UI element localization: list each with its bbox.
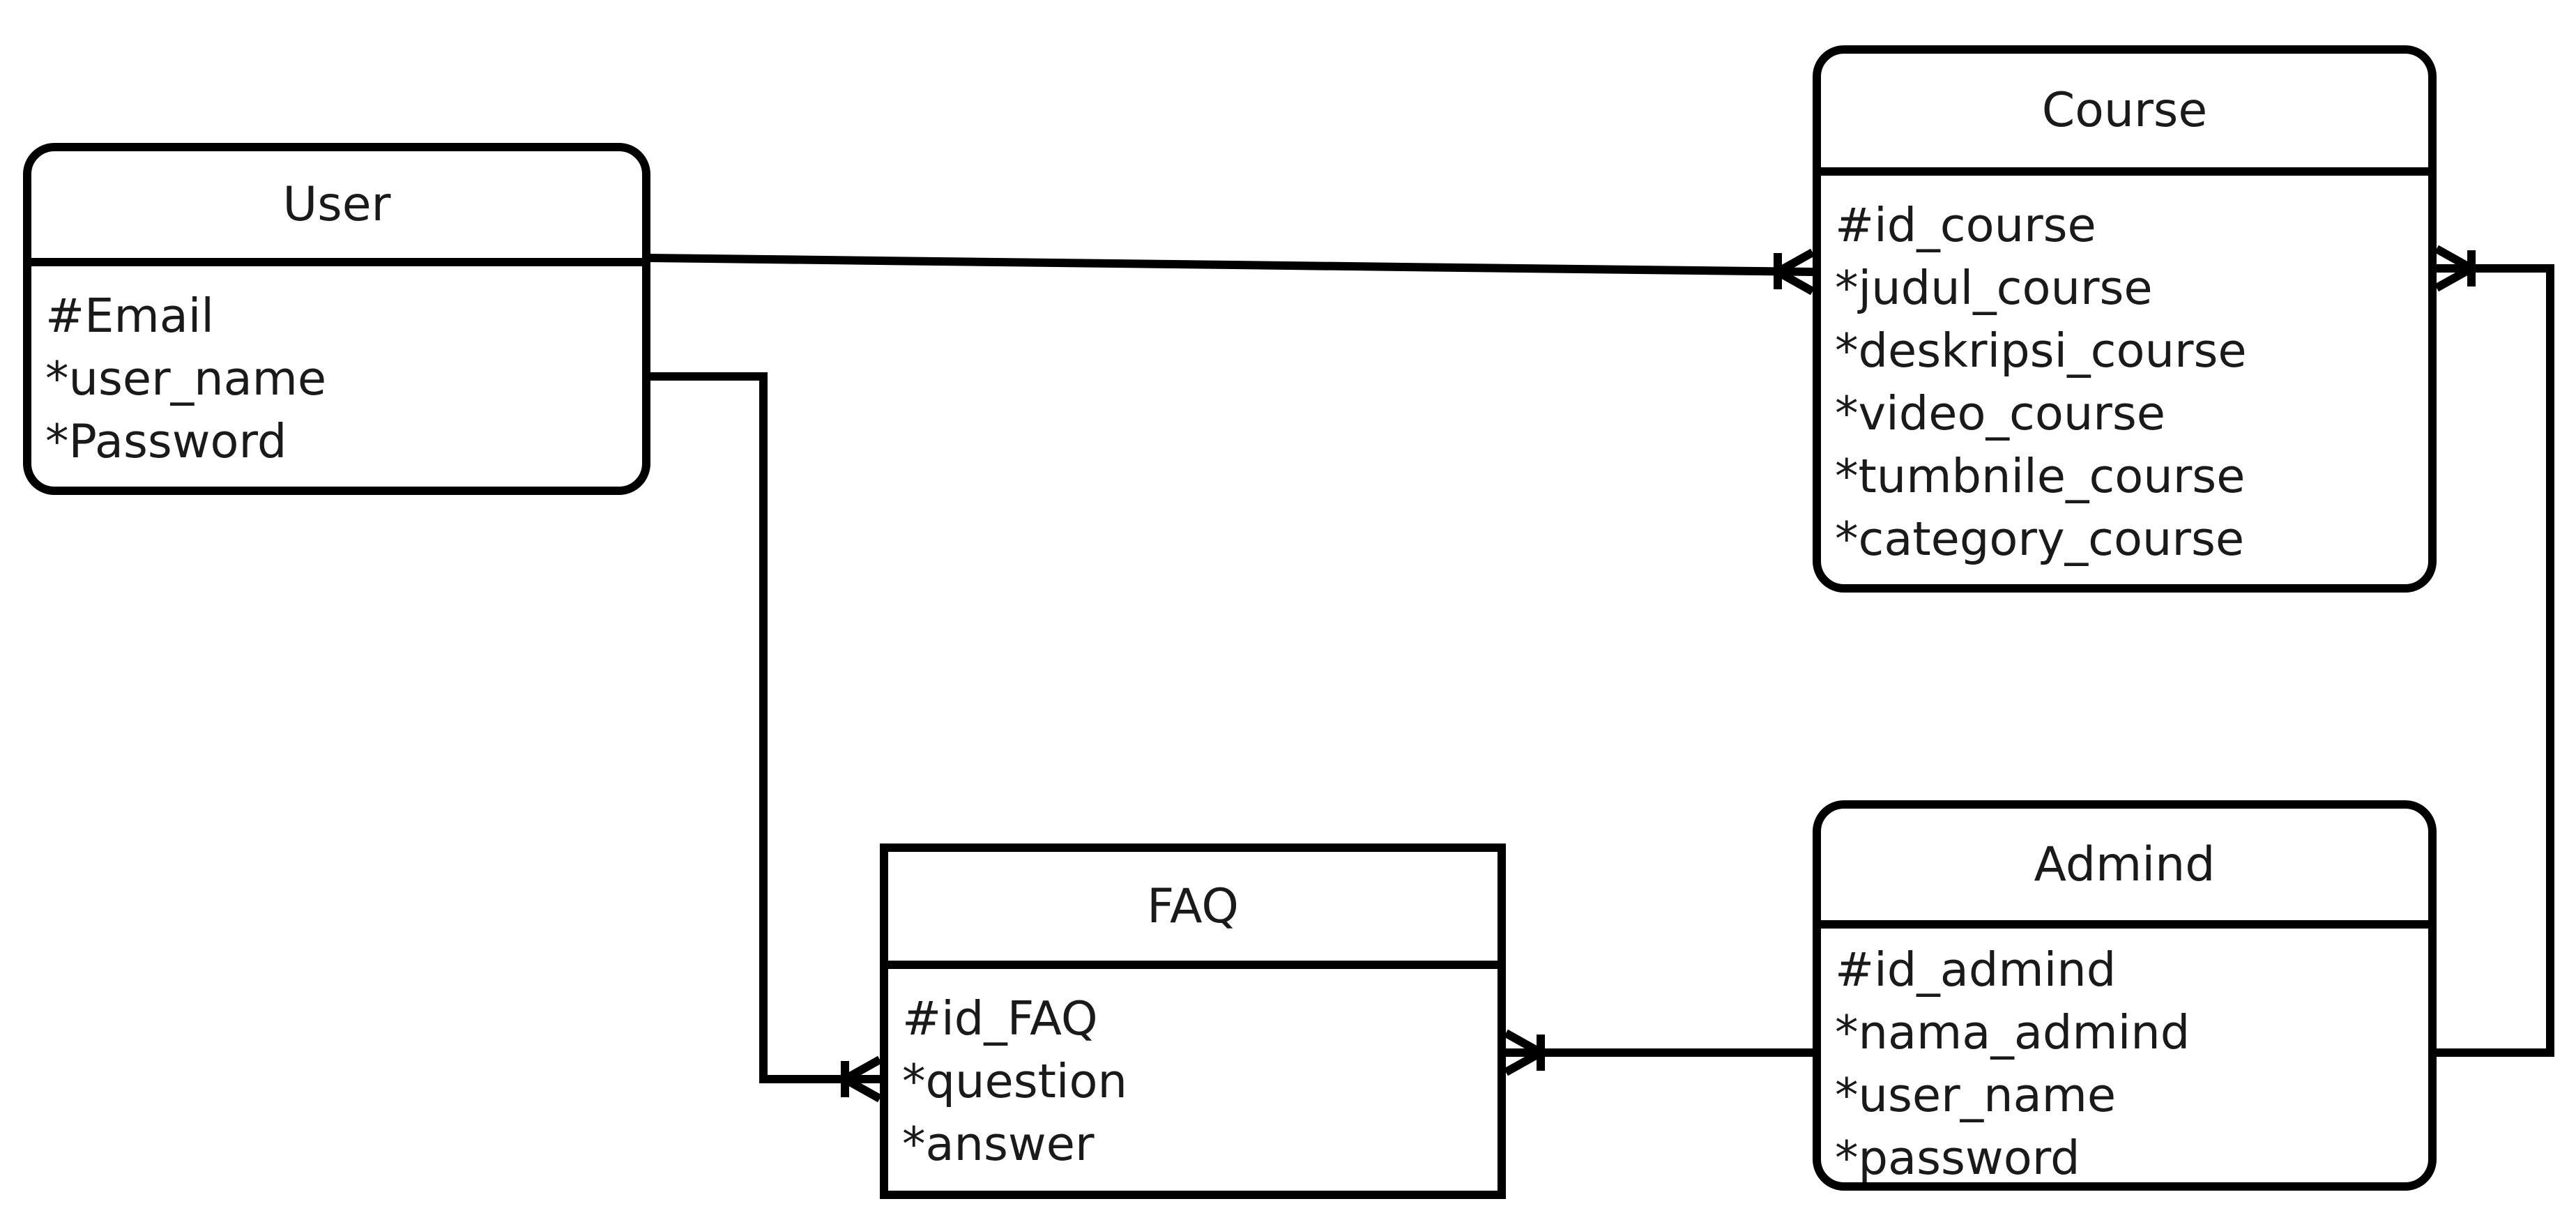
attribute: *tumbnile_course bbox=[1835, 449, 2246, 503]
attribute: *answer bbox=[902, 1117, 1095, 1171]
entity-faq-header: FAQ bbox=[888, 852, 1497, 969]
entity-course[interactable]: Course #id_course *judul_course *deskrip… bbox=[1813, 45, 2437, 593]
crows-foot-course-right bbox=[2434, 245, 2476, 292]
attribute: *password bbox=[1835, 1131, 2080, 1185]
entity-admind[interactable]: Admind #id_admind *nama_admind *user_nam… bbox=[1813, 800, 2437, 1191]
attribute: *video_course bbox=[1835, 386, 2165, 441]
entity-admind-title: Admind bbox=[2034, 837, 2216, 892]
entity-user-header: User bbox=[31, 151, 642, 266]
attribute: *nama_admind bbox=[1835, 1005, 2190, 1060]
attribute: *deskripsi_course bbox=[1835, 323, 2247, 378]
attribute: *user_name bbox=[1835, 1068, 2117, 1122]
crows-foot-course-left bbox=[1774, 248, 1815, 296]
entity-course-attributes: #id_course *judul_course *deskripsi_cour… bbox=[1821, 176, 2428, 570]
attribute: *category_course bbox=[1835, 512, 2245, 566]
attribute: *user_name bbox=[45, 351, 327, 406]
connector-user-faq bbox=[648, 372, 880, 1083]
entity-user-title: User bbox=[282, 177, 391, 232]
connector-user-course bbox=[648, 254, 1813, 276]
attribute: *judul_course bbox=[1835, 261, 2153, 315]
entity-user[interactable]: User #Email *user_name *Password bbox=[23, 143, 650, 495]
entity-user-attributes: #Email *user_name *Password bbox=[31, 266, 642, 473]
entity-admind-attributes: #id_admind *nama_admind *user_name *pass… bbox=[1821, 929, 2428, 1185]
entity-faq-title: FAQ bbox=[1147, 878, 1239, 934]
attribute: #id_admind bbox=[1835, 942, 2117, 997]
crows-foot-faq-left bbox=[841, 1055, 882, 1103]
entity-admind-header: Admind bbox=[1821, 809, 2428, 929]
attribute: #id_FAQ bbox=[902, 991, 1098, 1046]
crows-foot-faq-right bbox=[1504, 1029, 1545, 1076]
entity-faq-attributes: #id_FAQ *question *answer bbox=[888, 969, 1497, 1175]
attribute: #Email bbox=[45, 289, 215, 343]
attribute: #id_course bbox=[1835, 198, 2096, 252]
entity-faq[interactable]: FAQ #id_FAQ *question *answer bbox=[880, 843, 1506, 1199]
connector-admind-course bbox=[2437, 264, 2554, 1057]
entity-course-header: Course bbox=[1821, 54, 2428, 176]
attribute: *Password bbox=[45, 414, 287, 468]
attribute: *question bbox=[902, 1054, 1127, 1108]
entity-course-title: Course bbox=[2041, 83, 2208, 138]
